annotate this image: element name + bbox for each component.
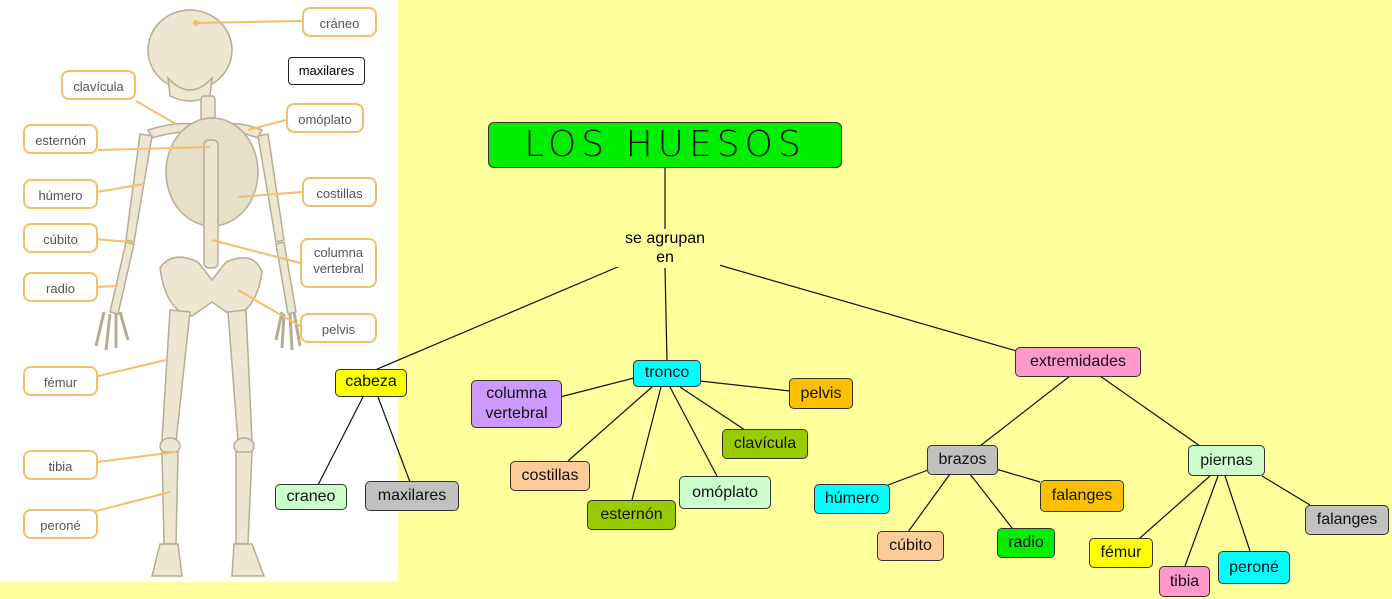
node-cubito: cúbito	[877, 531, 944, 561]
link-phrase: se agrupan en	[610, 229, 720, 267]
node-omoplato: omóplato	[679, 476, 771, 509]
node-tibia: tibia	[1159, 566, 1210, 597]
node-pelvis: pelvis	[789, 378, 853, 409]
node-femur: fémur	[1089, 538, 1153, 568]
node-esternon: esternón	[587, 500, 676, 530]
node-falanges-brazos: falanges	[1040, 480, 1124, 512]
node-humero: húmero	[814, 484, 890, 514]
node-tronco: tronco	[633, 360, 701, 387]
node-clavicula: clavícula	[722, 429, 808, 459]
link-phrase-line1: se agrupan	[610, 229, 720, 248]
node-columna-line1: columna	[472, 384, 561, 404]
node-perone: peroné	[1218, 551, 1290, 584]
node-piernas: piernas	[1188, 445, 1265, 476]
node-radio: radio	[997, 528, 1055, 558]
node-extremidades: extremidades	[1015, 347, 1141, 377]
concept-map-title: LOS HUESOS	[488, 122, 842, 168]
link-phrase-line2: en	[610, 248, 720, 267]
node-columna-line2: vertebral	[472, 404, 561, 424]
node-maxilares: maxilares	[365, 481, 459, 511]
node-cabeza: cabeza	[335, 369, 407, 397]
node-costillas: costillas	[510, 461, 590, 491]
node-craneo: craneo	[275, 484, 347, 510]
node-brazos: brazos	[927, 445, 998, 475]
node-falanges-piernas: falanges	[1305, 505, 1389, 535]
node-columna-vertebral: columna vertebral	[471, 380, 562, 428]
